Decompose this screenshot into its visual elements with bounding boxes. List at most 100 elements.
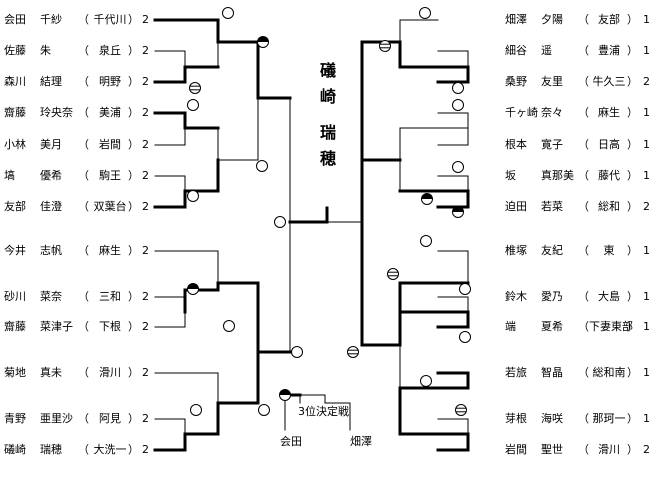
- win-circle-marker: [420, 235, 432, 247]
- paren-close: ）: [627, 13, 638, 26]
- win-circle-marker: [452, 82, 464, 94]
- paren-close: ）: [128, 244, 139, 257]
- player-given-name: 志帆: [40, 244, 62, 257]
- match-score: 2: [142, 106, 149, 119]
- paren-open: （: [78, 13, 89, 26]
- player-given-name: 奈々: [541, 106, 563, 119]
- paren-close: ）: [627, 366, 638, 379]
- player-given-name: 美月: [40, 138, 62, 151]
- paren-close: ）: [627, 412, 638, 425]
- paren-open: （: [578, 138, 589, 151]
- paren-close: ）: [128, 443, 139, 456]
- line-circle-marker: [347, 346, 359, 358]
- match-score: 2: [643, 200, 650, 213]
- school-name: 阿見: [99, 412, 121, 425]
- half-circle-marker: [452, 206, 464, 218]
- school-name: 日高: [598, 138, 620, 151]
- match-score: 1: [643, 169, 650, 182]
- third-place-left: 会田: [280, 435, 302, 448]
- paren-open: （: [578, 366, 589, 379]
- school-name: 藤代: [598, 169, 620, 182]
- paren-open: （: [78, 244, 89, 257]
- player-surname: 鈴木: [505, 290, 527, 303]
- win-circle-marker: [459, 331, 471, 343]
- paren-open: （: [78, 320, 89, 333]
- player-given-name: 優希: [40, 169, 62, 182]
- school-name: 千代川: [93, 13, 127, 26]
- player-surname: 礒崎: [4, 443, 26, 456]
- half-circle-marker: [279, 389, 291, 401]
- line-circle-marker: [379, 40, 391, 52]
- player-surname: 若旅: [505, 366, 527, 379]
- match-score: 1: [643, 366, 650, 379]
- win-circle-marker: [452, 99, 464, 111]
- win-circle-marker: [291, 346, 303, 358]
- paren-open: （: [578, 290, 589, 303]
- match-score: 2: [142, 13, 149, 26]
- player-surname: 千ヶ崎: [505, 106, 538, 119]
- match-score: 2: [142, 443, 149, 456]
- player-surname: 小林: [4, 138, 26, 151]
- school-name: 大島: [598, 290, 620, 303]
- school-name: 滑川: [99, 366, 121, 379]
- player-given-name: 遥: [541, 44, 552, 57]
- match-score: 1: [643, 44, 650, 57]
- match-score: 1: [643, 138, 650, 151]
- school-name: 東: [603, 244, 615, 257]
- player-surname: 塙: [4, 169, 15, 182]
- match-score: 1: [643, 290, 650, 303]
- paren-close: ）: [128, 106, 139, 119]
- match-score: 2: [643, 75, 650, 88]
- player-surname: 友部: [4, 200, 26, 213]
- paren-open: （: [578, 244, 589, 257]
- win-circle-marker: [258, 404, 270, 416]
- school-name: 岩間: [99, 138, 121, 151]
- paren-close: ）: [627, 320, 638, 333]
- match-score: 1: [643, 106, 650, 119]
- win-circle-marker: [420, 375, 432, 387]
- player-given-name: 夕陽: [541, 13, 563, 26]
- win-circle-marker: [222, 7, 234, 19]
- win-circle-marker: [190, 404, 202, 416]
- paren-close: ）: [128, 290, 139, 303]
- paren-close: ）: [128, 320, 139, 333]
- paren-close: ）: [128, 13, 139, 26]
- paren-open: （: [578, 44, 589, 57]
- match-score: 2: [142, 412, 149, 425]
- paren-open: （: [578, 75, 589, 88]
- paren-close: ）: [627, 138, 638, 151]
- player-surname: 会田: [4, 13, 26, 26]
- paren-close: ）: [627, 200, 638, 213]
- player-surname: 坂: [505, 169, 516, 182]
- line-circle-marker: [387, 268, 399, 280]
- school-name: 総和: [598, 200, 620, 213]
- match-score: 2: [142, 290, 149, 303]
- paren-open: （: [78, 366, 89, 379]
- player-given-name: 朱: [40, 44, 51, 57]
- win-circle-marker: [256, 160, 268, 172]
- paren-close: ）: [627, 75, 638, 88]
- win-circle-marker: [187, 99, 199, 111]
- paren-open: （: [578, 412, 589, 425]
- paren-open: （: [78, 290, 89, 303]
- school-name: 明野: [99, 75, 121, 88]
- win-circle-marker: [419, 7, 431, 19]
- school-name: 麻生: [598, 106, 620, 119]
- win-circle-marker: [187, 190, 199, 202]
- half-circle-marker: [187, 283, 199, 295]
- win-circle-marker: [459, 283, 471, 295]
- player-surname: 岩間: [505, 443, 527, 456]
- line-circle-marker: [455, 404, 467, 416]
- paren-open: （: [78, 200, 89, 213]
- win-circle-marker: [223, 320, 235, 332]
- paren-close: ）: [128, 412, 139, 425]
- match-score: 2: [142, 200, 149, 213]
- match-score: 1: [643, 13, 650, 26]
- paren-open: （: [578, 200, 589, 213]
- school-name: 三和: [99, 290, 121, 303]
- player-given-name: 千紗: [40, 13, 62, 26]
- player-given-name: 愛乃: [541, 290, 563, 303]
- player-surname: 今井: [4, 244, 26, 257]
- school-name: 美浦: [99, 106, 121, 119]
